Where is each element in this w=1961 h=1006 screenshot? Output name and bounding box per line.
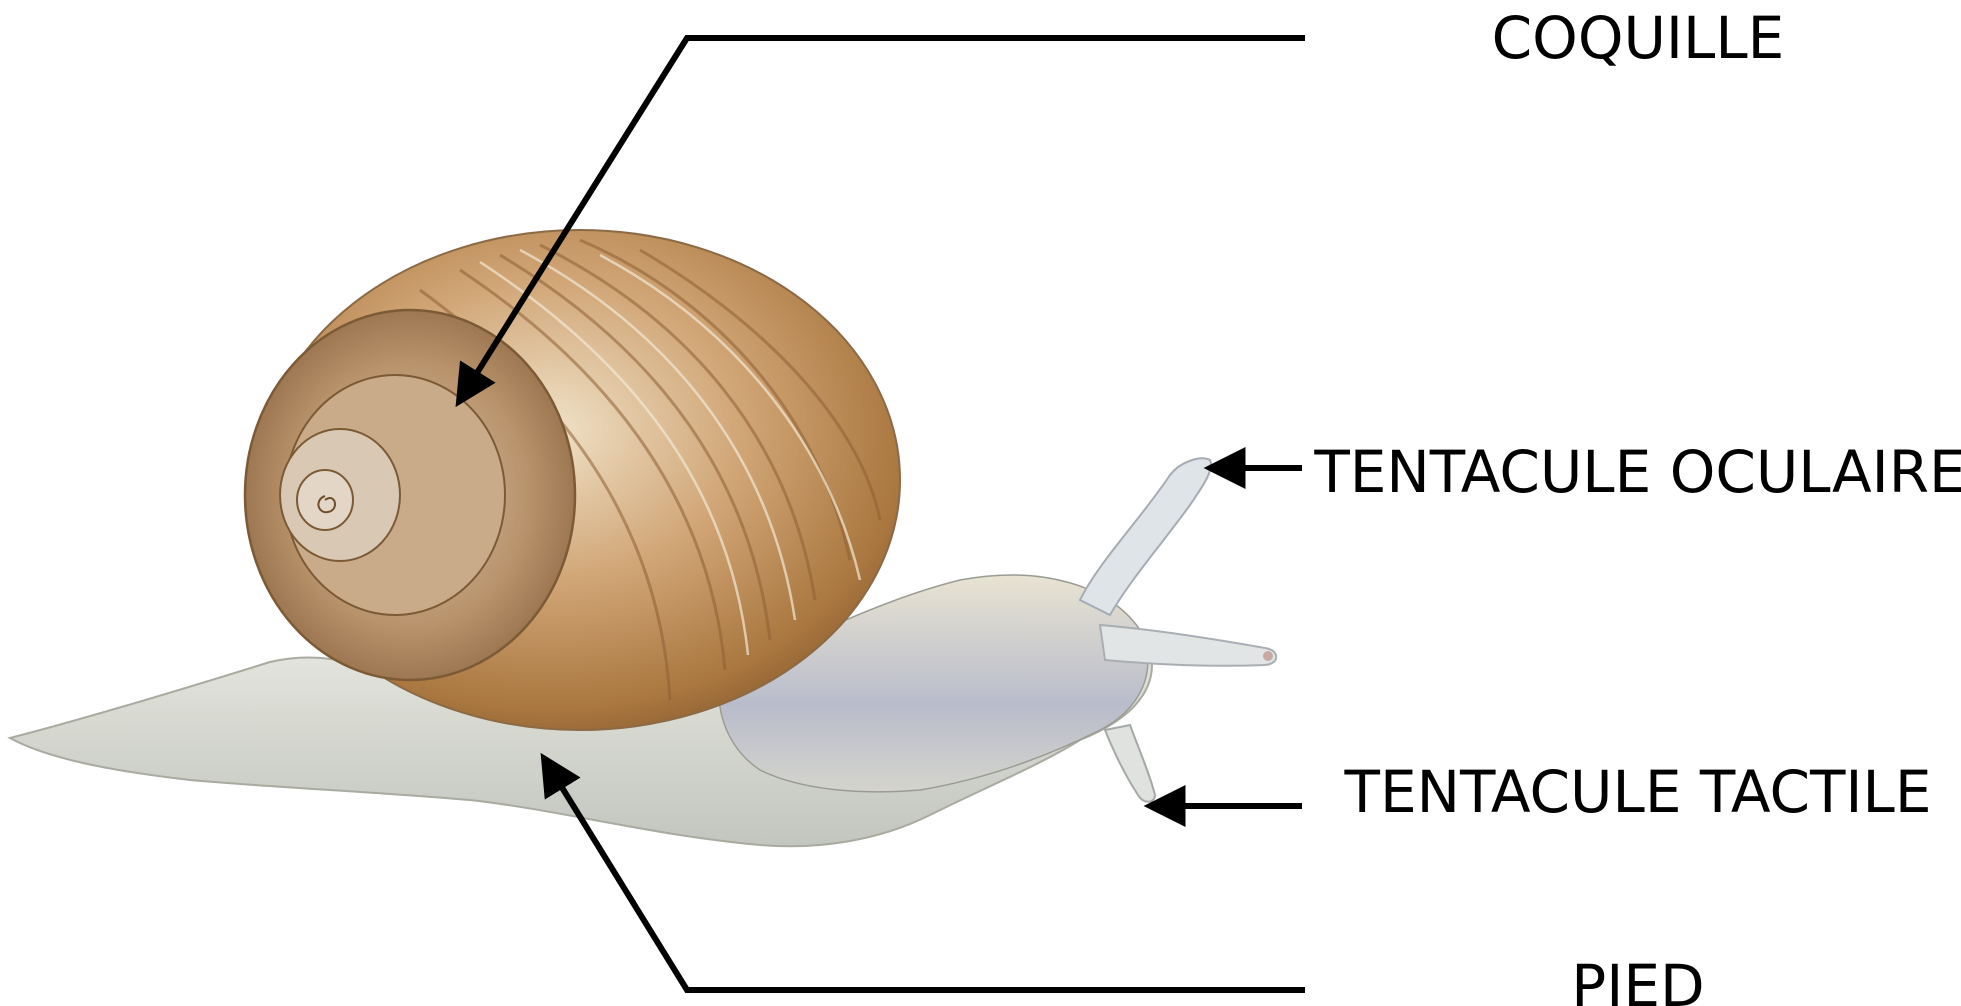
- snail-illustration: [10, 230, 1276, 846]
- label-tentacule-tactile: TENTACULE TACTILE: [1344, 758, 1932, 826]
- eye-tentacle: [1080, 458, 1211, 615]
- label-tentacule-oculaire: TENTACULE OCULAIRE: [1313, 438, 1961, 506]
- label-coquille: COQUILLE: [1492, 4, 1785, 72]
- touch-tentacle: [1105, 725, 1155, 802]
- label-pied: PIED: [1571, 952, 1704, 1006]
- second-eye-tentacle: [1100, 625, 1276, 666]
- eye-tip: [1263, 651, 1273, 661]
